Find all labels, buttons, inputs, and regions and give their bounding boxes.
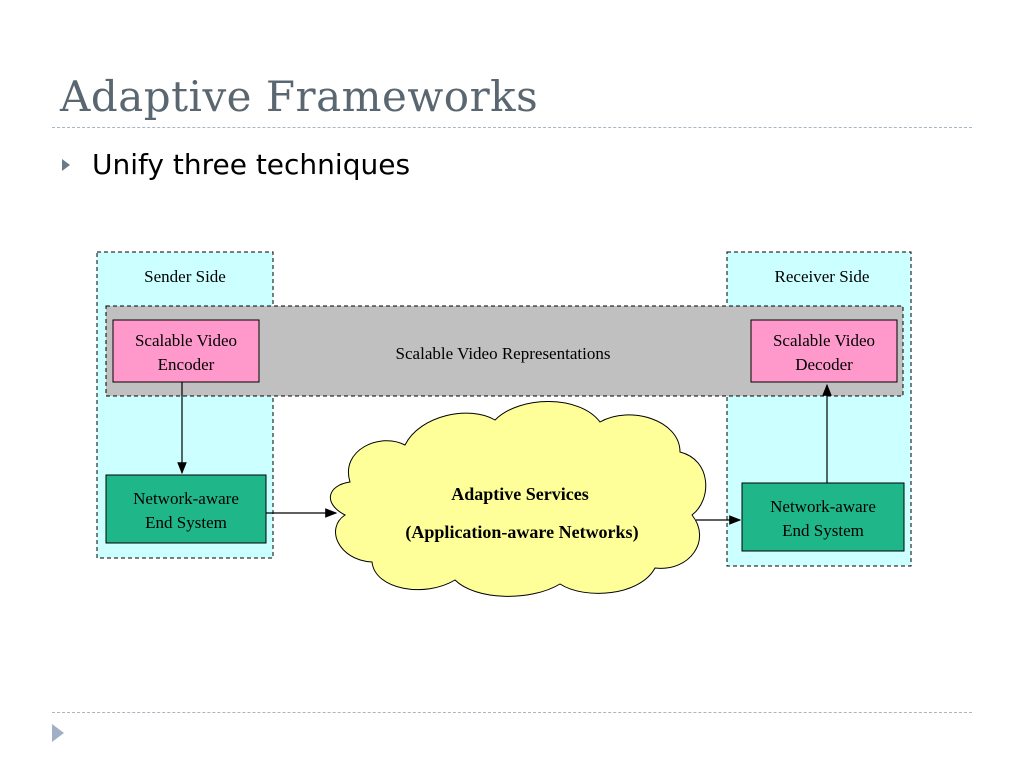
receiver-end-system-line1: Network-aware — [770, 497, 876, 516]
bullet-item: Unify three techniques — [62, 148, 410, 181]
sender-end-system-line2: End System — [145, 513, 227, 532]
representation-band-label: Scalable Video Representations — [396, 344, 611, 363]
bullet-arrow-icon — [62, 158, 70, 171]
slide-title: Adaptive Frameworks — [60, 72, 539, 121]
sender-side-label: Sender Side — [144, 267, 226, 286]
title-divider — [52, 127, 972, 128]
sender-end-system-box — [105, 474, 267, 544]
receiver-end-system-line2: End System — [782, 521, 864, 540]
decoder-box — [750, 319, 898, 383]
bullet-text: Unify three techniques — [92, 148, 411, 181]
cloud-label-line1: Adaptive Services — [451, 484, 588, 504]
encoder-label-line1: Scalable Video — [135, 331, 237, 350]
encoder-label-line2: Encoder — [158, 355, 215, 374]
footer-divider — [52, 712, 972, 713]
decoder-label-line2: Decoder — [795, 355, 853, 374]
decoder-label-line1: Scalable Video — [773, 331, 875, 350]
sender-end-system-line1: Network-aware — [133, 489, 239, 508]
adaptive-services-cloud — [329, 401, 707, 597]
footer-arrow-icon — [52, 724, 64, 742]
receiver-side-label: Receiver Side — [775, 267, 870, 286]
cloud-label-line2: (Application-aware Networks) — [405, 522, 638, 543]
encoder-box — [112, 319, 260, 383]
receiver-end-system-box — [741, 482, 905, 552]
